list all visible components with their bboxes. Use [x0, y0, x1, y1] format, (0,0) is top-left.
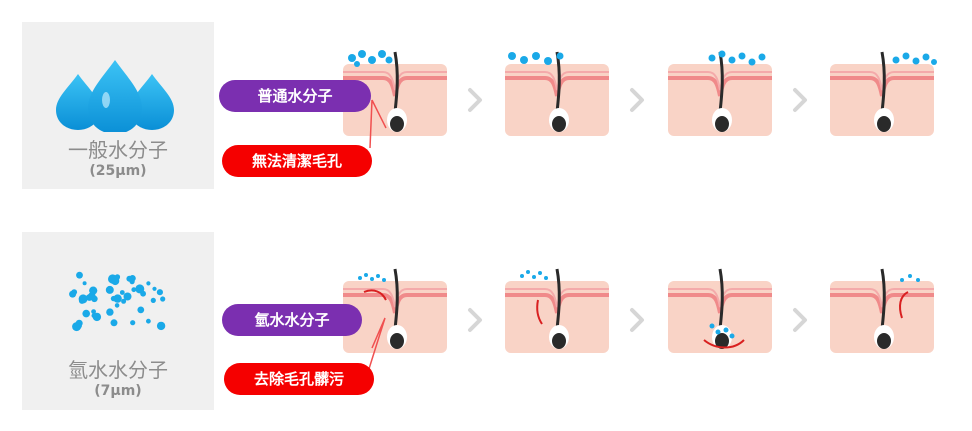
- regular-step-2: [503, 50, 611, 138]
- panel-title: 一般水分子: [68, 138, 168, 162]
- water-molecules: [348, 50, 937, 67]
- chevron-right-icon: [793, 88, 807, 112]
- droplet: [114, 303, 120, 308]
- droplet: [106, 308, 114, 316]
- regular-effect-tag: 無法清潔毛孔: [222, 145, 372, 177]
- droplet: [110, 295, 117, 302]
- droplet: [110, 319, 118, 327]
- panel-size: (25μm): [89, 163, 147, 179]
- water-drops-icon: [56, 60, 174, 132]
- droplet: [119, 290, 125, 295]
- callout-line: [367, 317, 386, 373]
- droplet: [130, 320, 136, 326]
- droplet: [121, 298, 127, 304]
- chevron-right-icon: [468, 88, 482, 112]
- droplet: [89, 286, 98, 295]
- regular-molecule-tag: 普通水分子: [219, 80, 371, 112]
- regular-step-4: [828, 50, 936, 138]
- chevron-right-icon: [793, 308, 807, 332]
- regular-water-panel: 一般水分子 (25μm): [22, 22, 214, 189]
- droplet: [82, 281, 87, 286]
- panel-title: 氫水水分子: [68, 358, 168, 382]
- droplet: [126, 275, 133, 282]
- droplet: [137, 306, 145, 314]
- hydrogen-step-2: [503, 267, 611, 355]
- hydrogen-water-panel: 氫水水分子 (7μm): [22, 232, 214, 410]
- hydrogen-molecules: [358, 270, 920, 339]
- droplet: [123, 292, 132, 301]
- droplet: [69, 290, 77, 298]
- droplet: [76, 271, 83, 279]
- droplet: [152, 286, 157, 291]
- flow-arrow: [536, 299, 543, 325]
- droplet: [156, 321, 166, 331]
- droplet: [113, 294, 122, 303]
- droplet: [82, 309, 90, 318]
- droplet: [105, 285, 114, 294]
- flow-arrow: [703, 339, 745, 349]
- chevron-right-icon: [630, 88, 644, 112]
- droplet: [91, 309, 96, 314]
- droplet: [114, 274, 120, 281]
- droplet: [160, 296, 166, 302]
- droplet: [78, 297, 86, 304]
- callout-line: [369, 99, 387, 149]
- panel-size: (7μm): [94, 383, 142, 399]
- droplet: [76, 323, 82, 329]
- droplet: [131, 287, 137, 293]
- chevron-right-icon: [630, 308, 644, 332]
- flow-arrow: [899, 291, 909, 319]
- chevron-right-icon: [468, 308, 482, 332]
- regular-step-3: [666, 50, 774, 138]
- droplet: [135, 284, 145, 294]
- hydrogen-effect-tag: 去除毛孔髒污: [224, 363, 374, 395]
- droplet: [92, 312, 102, 322]
- droplet: [156, 289, 163, 296]
- flow-arrow: [363, 289, 387, 301]
- droplet: [146, 318, 151, 324]
- hydrogen-molecule-tag: 氫水水分子: [222, 304, 362, 336]
- droplet: [146, 281, 151, 286]
- droplet: [150, 297, 156, 303]
- hydrogen-step-3: [666, 267, 774, 355]
- small-droplets-icon: [69, 271, 166, 332]
